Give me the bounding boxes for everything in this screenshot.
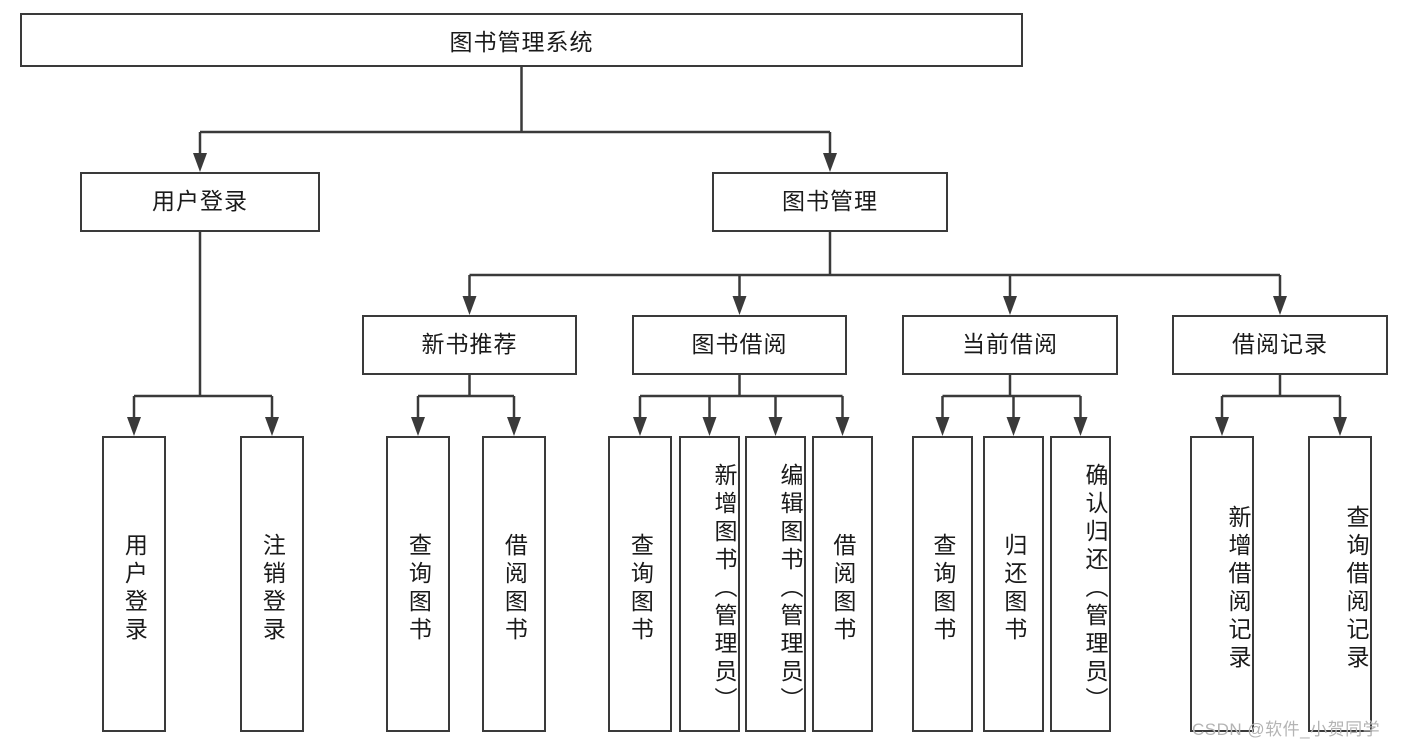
node-root: 图书管理系统 bbox=[20, 13, 1023, 67]
arrowhead-icon bbox=[1333, 417, 1347, 436]
node-label: 新增图书（管理员） bbox=[711, 463, 737, 715]
arrowhead-icon bbox=[193, 153, 207, 172]
node-borrow: 图书借阅 bbox=[632, 315, 847, 375]
node-newbook-1: 查询图书 bbox=[386, 436, 450, 732]
arrowhead-icon bbox=[823, 153, 837, 172]
arrowhead-icon bbox=[768, 417, 783, 436]
watermark: CSDN @软件_小贺同学 bbox=[1192, 720, 1381, 739]
node-label: 新增借阅记录 bbox=[1225, 505, 1251, 673]
node-borrow-3: 编辑图书（管理员） bbox=[745, 436, 806, 732]
node-records-2: 查询借阅记录 bbox=[1308, 436, 1372, 732]
node-label: 借阅记录 bbox=[1232, 331, 1328, 358]
node-current: 当前借阅 bbox=[902, 315, 1118, 375]
node-label: 查询图书 bbox=[405, 533, 432, 645]
node-label: 编辑图书（管理员） bbox=[777, 463, 803, 715]
node-records: 借阅记录 bbox=[1172, 315, 1388, 375]
node-login-1: 用户登录 bbox=[102, 436, 166, 732]
arrowhead-icon bbox=[411, 417, 425, 436]
node-borrow-1: 查询图书 bbox=[608, 436, 672, 732]
node-label: 归还图书 bbox=[1000, 533, 1027, 645]
arrowhead-icon bbox=[1006, 417, 1021, 436]
arrowhead-icon bbox=[462, 296, 477, 315]
arrowhead-icon bbox=[835, 417, 850, 436]
arrowhead-icon bbox=[1073, 417, 1088, 436]
node-current-1: 查询图书 bbox=[912, 436, 973, 732]
node-borrow-4: 借阅图书 bbox=[812, 436, 873, 732]
node-label: 用户登录 bbox=[121, 533, 148, 645]
node-label: 查询图书 bbox=[627, 533, 654, 645]
arrowhead-icon bbox=[935, 417, 950, 436]
node-label: 图书管理系统 bbox=[449, 29, 594, 55]
node-label: 图书借阅 bbox=[691, 331, 788, 358]
arrowhead-icon bbox=[1003, 296, 1017, 315]
node-bookmgmt: 图书管理 bbox=[712, 172, 948, 232]
node-current-2: 归还图书 bbox=[983, 436, 1044, 732]
node-label: 借阅图书 bbox=[829, 533, 856, 645]
node-newbook: 新书推荐 bbox=[362, 315, 577, 375]
node-label: 当前借阅 bbox=[962, 331, 1058, 358]
node-label: 注销登录 bbox=[259, 533, 286, 645]
arrowhead-icon bbox=[732, 296, 747, 315]
arrowhead-icon bbox=[1273, 296, 1287, 315]
arrowhead-icon bbox=[127, 417, 141, 436]
node-newbook-2: 借阅图书 bbox=[482, 436, 546, 732]
node-borrow-2: 新增图书（管理员） bbox=[679, 436, 740, 732]
node-label: 用户登录 bbox=[152, 188, 248, 215]
arrowhead-icon bbox=[265, 417, 279, 436]
arrowhead-icon bbox=[702, 417, 717, 436]
node-label: 图书管理 bbox=[782, 188, 878, 215]
arrowhead-icon bbox=[1215, 417, 1229, 436]
node-label: 借阅图书 bbox=[501, 533, 528, 645]
node-label: 确认归还（管理员） bbox=[1082, 463, 1108, 715]
arrowhead-icon bbox=[507, 417, 521, 436]
node-records-1: 新增借阅记录 bbox=[1190, 436, 1254, 732]
node-label: 查询借阅记录 bbox=[1343, 505, 1369, 673]
node-login-2: 注销登录 bbox=[240, 436, 304, 732]
node-login: 用户登录 bbox=[80, 172, 320, 232]
node-current-3: 确认归还（管理员） bbox=[1050, 436, 1111, 732]
node-label: 查询图书 bbox=[929, 533, 956, 645]
node-label: 新书推荐 bbox=[421, 331, 518, 358]
arrowhead-icon bbox=[633, 417, 647, 436]
